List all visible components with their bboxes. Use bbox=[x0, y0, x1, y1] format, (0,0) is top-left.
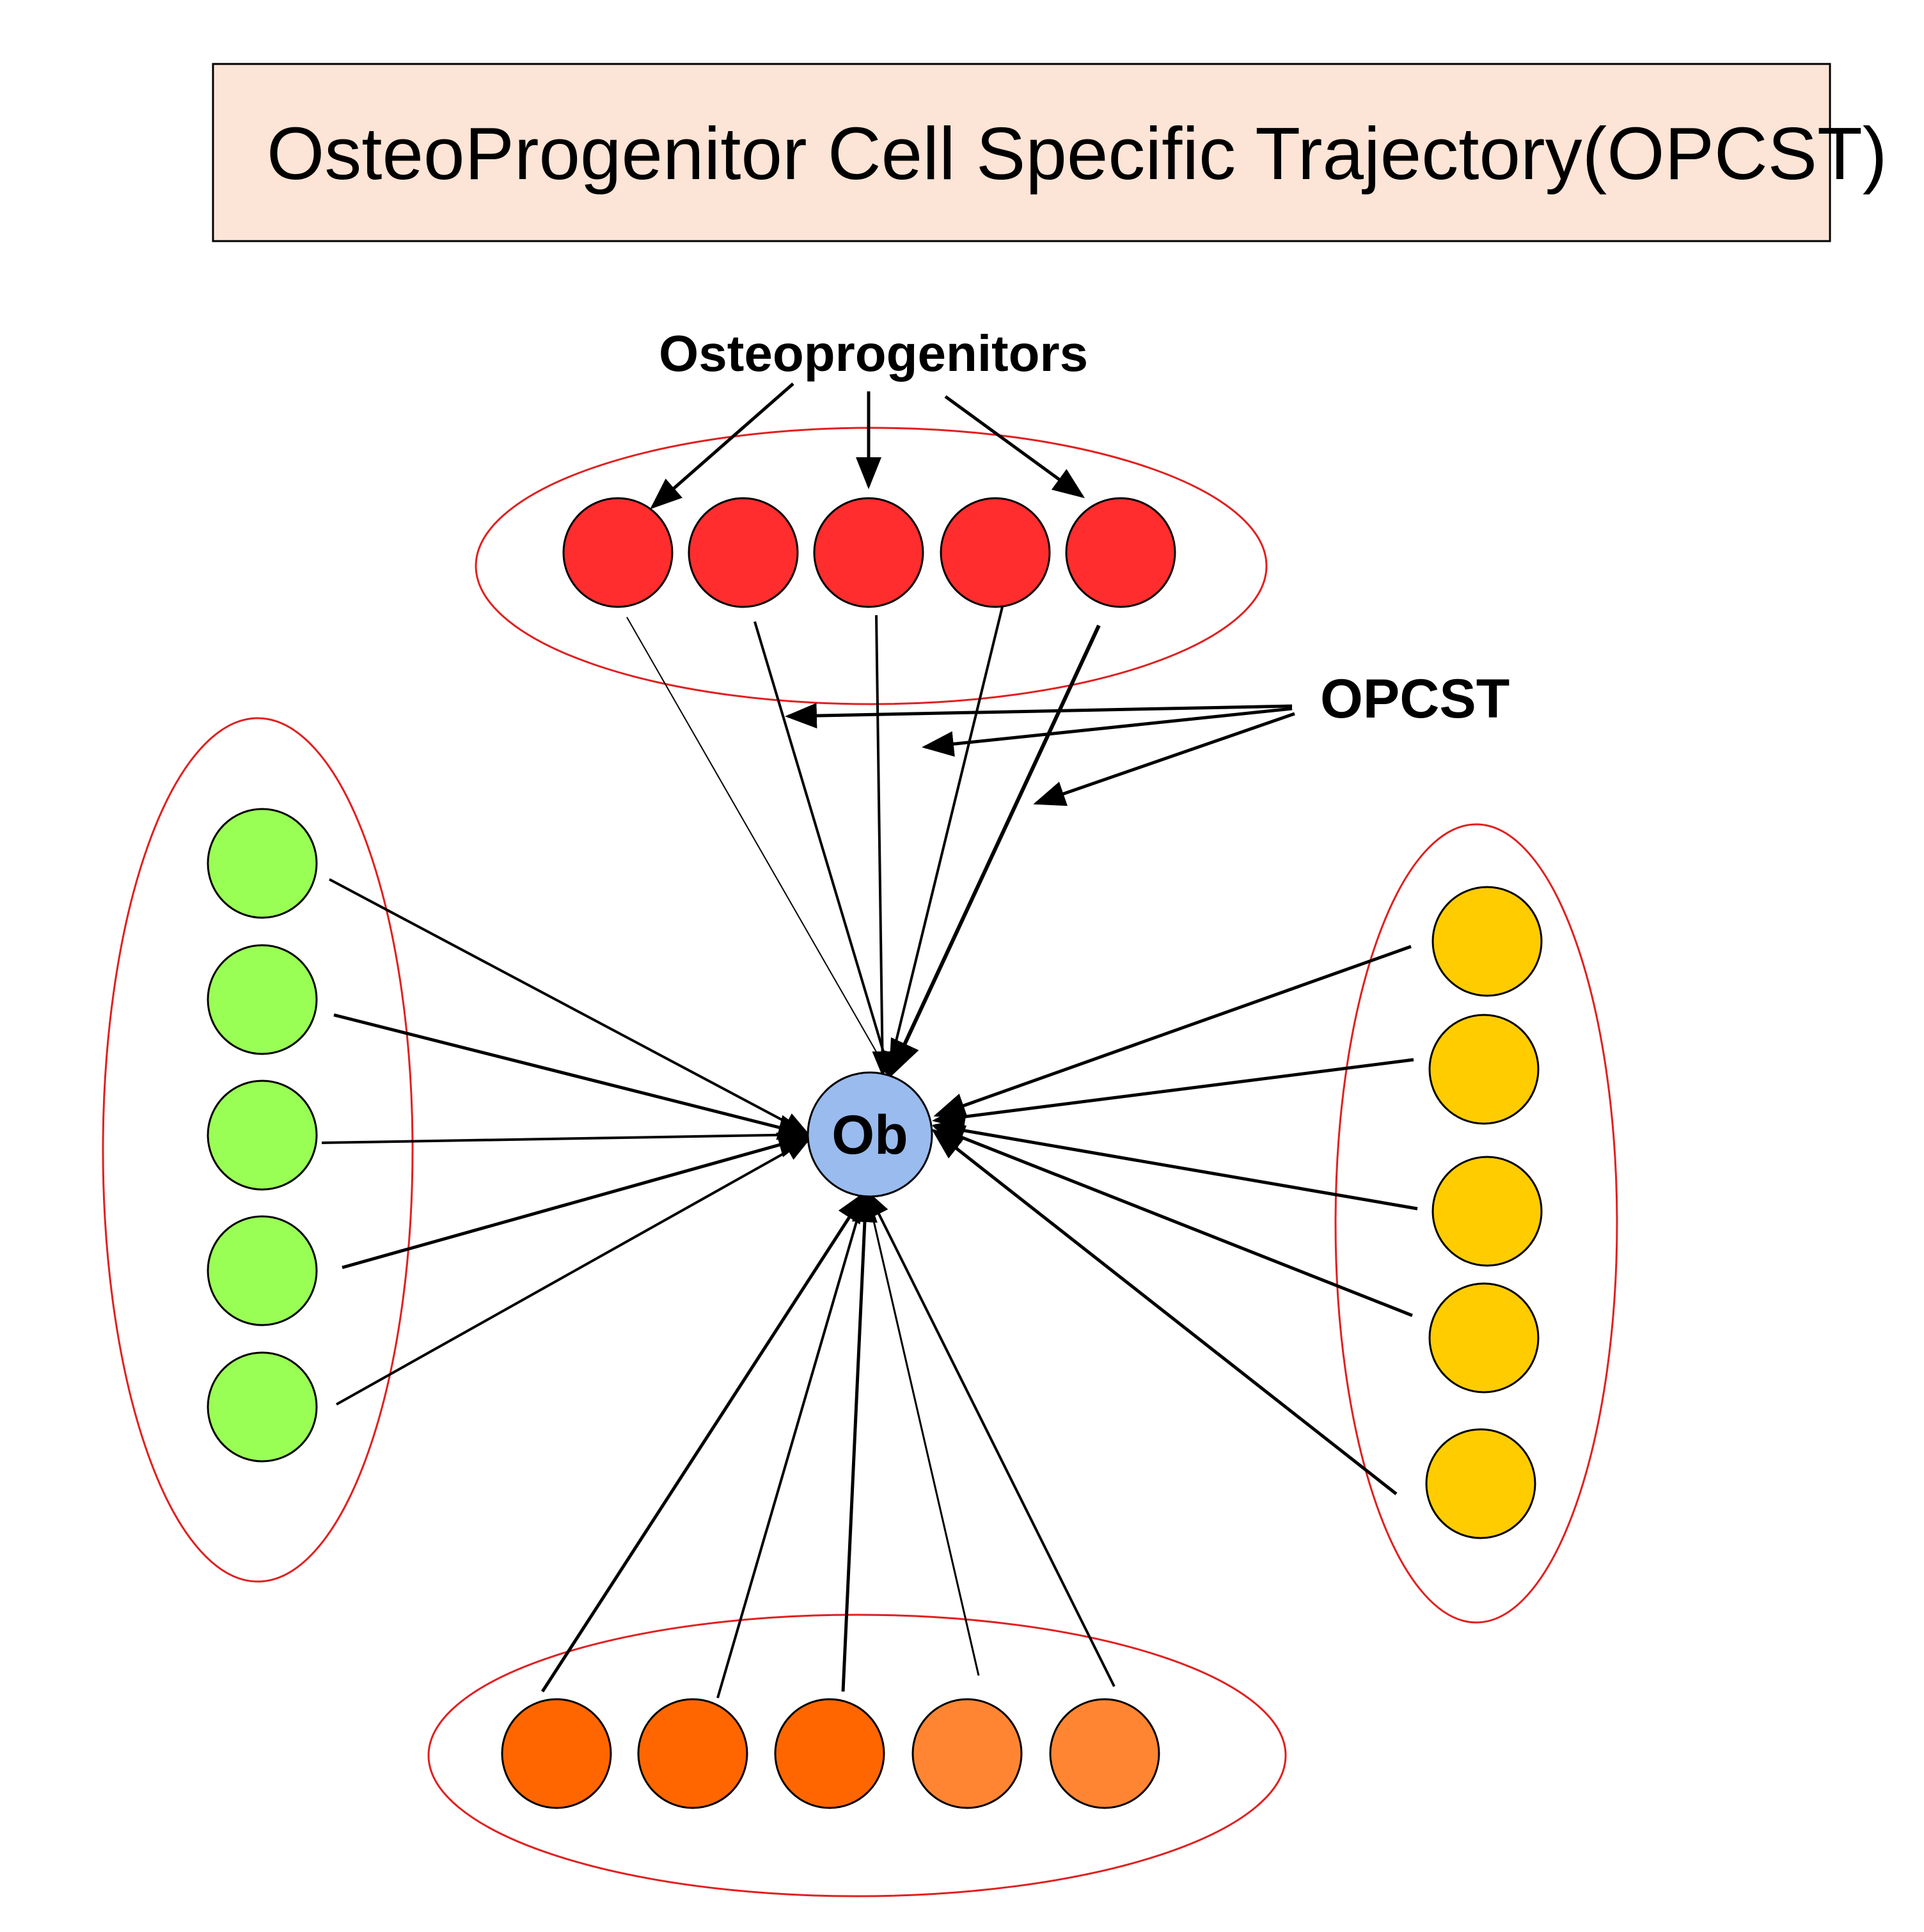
top-cell-2 bbox=[688, 497, 799, 608]
opcst-arrow-1 bbox=[785, 703, 1293, 729]
top-trajectory-2 bbox=[753, 621, 894, 1078]
bottom-cell-3 bbox=[774, 1698, 885, 1809]
right-trajectory-1 bbox=[933, 945, 1412, 1118]
left-cell-4 bbox=[207, 1215, 318, 1326]
right-trajectory-5 bbox=[931, 1128, 1398, 1495]
right-group-outline bbox=[1334, 823, 1618, 1624]
top-group-outline bbox=[475, 427, 1268, 705]
bottom-trajectory-4 bbox=[863, 1191, 980, 1676]
osteoblast-cell bbox=[807, 1071, 933, 1198]
left-trajectory-2 bbox=[333, 1013, 810, 1140]
right-cell-5 bbox=[1425, 1428, 1536, 1539]
bottom-trajectory-2 bbox=[716, 1191, 869, 1699]
top-trajectory-5 bbox=[888, 624, 1101, 1079]
right-cell-2 bbox=[1428, 1014, 1540, 1125]
opcst-label: OPCST bbox=[1320, 668, 1510, 730]
opcst-arrow-3 bbox=[1033, 712, 1295, 806]
bottom-trajectory-1 bbox=[540, 1190, 867, 1693]
osteoprogenitors-label: Osteoprogenitors bbox=[659, 325, 1088, 382]
trajectory-lines bbox=[321, 604, 1418, 1699]
left-trajectory-4 bbox=[342, 1132, 810, 1269]
right-cell-3 bbox=[1431, 1156, 1543, 1267]
left-cell-1 bbox=[207, 808, 318, 919]
diagram-title: OsteoProgenitor Cell Specific Trajectory… bbox=[267, 112, 1887, 195]
left-trajectory-1 bbox=[329, 878, 810, 1135]
opcst-arrow-2 bbox=[922, 707, 1293, 757]
top-trajectory-4 bbox=[883, 604, 1004, 1078]
top-cell-4 bbox=[940, 497, 1051, 608]
bottom-cell-2 bbox=[637, 1698, 748, 1809]
left-cell-5 bbox=[207, 1351, 318, 1463]
left-cell-3 bbox=[207, 1080, 318, 1191]
bottom-cell-1 bbox=[501, 1698, 612, 1809]
top-cell-3 bbox=[813, 497, 924, 608]
opcst-pointers bbox=[785, 703, 1295, 806]
cell-groups bbox=[207, 497, 1543, 1809]
right-cell-4 bbox=[1428, 1282, 1540, 1394]
title-box bbox=[212, 63, 1831, 242]
right-trajectory-2 bbox=[932, 1058, 1414, 1130]
left-trajectory-5 bbox=[336, 1138, 811, 1406]
right-trajectory-4 bbox=[932, 1125, 1413, 1317]
right-trajectory-3 bbox=[932, 1117, 1418, 1211]
top-cell-5 bbox=[1065, 497, 1176, 608]
top-trajectory-3 bbox=[872, 615, 893, 1077]
osteoprogenitor-pointers bbox=[650, 382, 1085, 510]
bottom-cell-5 bbox=[1049, 1698, 1160, 1809]
right-cell-1 bbox=[1431, 886, 1543, 997]
left-cell-2 bbox=[207, 944, 318, 1055]
bottom-trajectory-5 bbox=[867, 1191, 1116, 1687]
osteoprogenitor-arrow-3 bbox=[944, 395, 1085, 498]
top-trajectory-1 bbox=[626, 617, 891, 1078]
osteoprogenitor-arrow-1 bbox=[650, 382, 794, 510]
bottom-cell-4 bbox=[911, 1698, 1023, 1809]
left-trajectory-3 bbox=[321, 1124, 810, 1145]
bottom-group-outline bbox=[427, 1614, 1287, 1897]
bottom-trajectory-3 bbox=[841, 1190, 878, 1692]
left-group-outline bbox=[102, 717, 414, 1583]
top-cell-1 bbox=[562, 497, 674, 608]
osteoblast-label: Ob bbox=[832, 1104, 908, 1166]
